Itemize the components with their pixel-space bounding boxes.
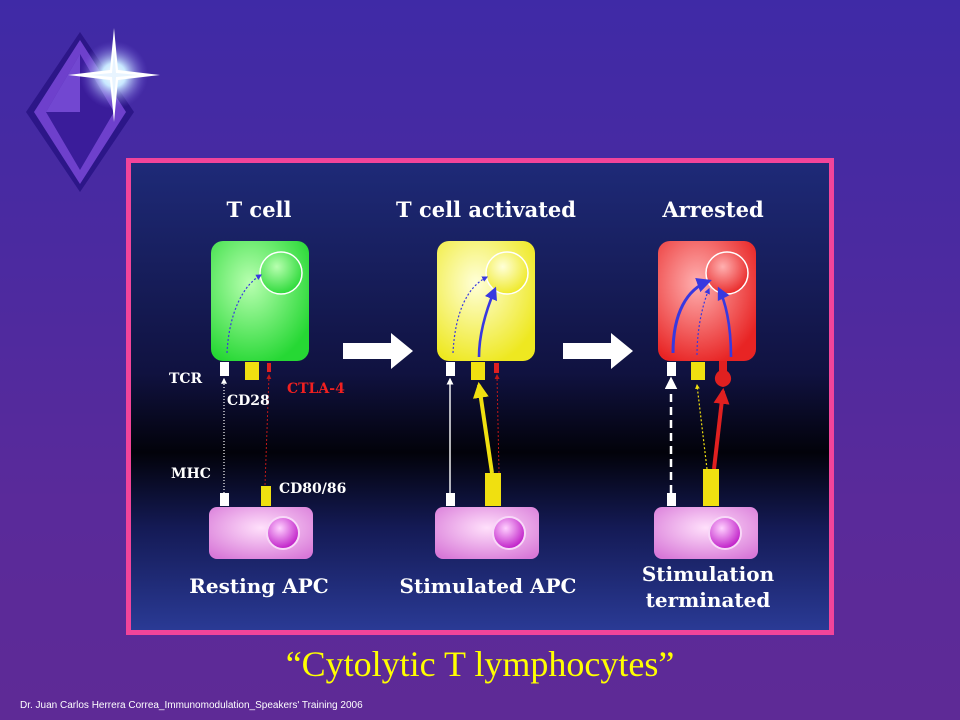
- transition-arrow-1: [343, 333, 413, 369]
- t-cell-nucleus: [485, 251, 529, 295]
- tcr-receptor: [220, 362, 229, 376]
- stage-1-apc-label: Resting APC: [189, 574, 328, 598]
- ctla4-receptor: [267, 363, 271, 372]
- cd80-86-molecule: [485, 473, 501, 506]
- slide-footer: Dr. Juan Carlos Herrera Correa_Immunomod…: [20, 700, 363, 711]
- stage-3-header: Arrested: [661, 197, 764, 222]
- transition-arrow-2: [563, 333, 633, 369]
- apc-nucleus: [492, 516, 526, 550]
- terminated-apc: [654, 507, 758, 559]
- stage-3-arrested: Stimulation terminated: [642, 241, 775, 612]
- cd28-receptor: [245, 362, 259, 380]
- stage-2-activated: Stimulated APC: [400, 241, 577, 598]
- star-diamond-logo: [26, 28, 160, 192]
- mhc-label: MHC: [171, 466, 211, 482]
- stage-2-header: T cell activated: [396, 197, 576, 222]
- stage-1-resting: TCR CD28 CTLA-4 MHC CD80/86 Resting APC: [169, 241, 346, 598]
- mhc-molecule: [667, 493, 676, 506]
- cd28-label: CD28: [227, 393, 270, 409]
- tcr-receptor: [446, 362, 455, 376]
- apc-nucleus: [266, 516, 300, 550]
- mhc-molecule: [446, 493, 455, 506]
- stage-2-apc-label: Stimulated APC: [400, 574, 577, 598]
- ctla4-label: CTLA-4: [287, 381, 345, 397]
- cd80-86-molecule: [261, 486, 271, 506]
- cd28-receptor: [471, 362, 485, 380]
- stage-1-header: T cell: [226, 197, 291, 222]
- cd80-86-molecule: [703, 469, 719, 506]
- slide-title: “Cytolytic T lymphocytes”: [285, 644, 675, 684]
- mhc-molecule: [220, 493, 229, 506]
- ctla4-receptor: [494, 363, 499, 373]
- cd80-86-label: CD80/86: [279, 481, 346, 497]
- tcr-label: TCR: [169, 371, 203, 387]
- apc-nucleus: [708, 516, 742, 550]
- stage-3-apc-label-line1: Stimulation: [642, 562, 775, 586]
- t-cell-activation-figure: T cell T cell activated Arrested TCR CD2…: [126, 158, 834, 635]
- stage-3-apc-label-line2: terminated: [646, 588, 771, 612]
- t-cell-nucleus: [705, 251, 749, 295]
- t-cell-diagram: T cell T cell activated Arrested TCR CD2…: [131, 163, 829, 630]
- t-cell-nucleus: [259, 251, 303, 295]
- tcr-receptor: [667, 362, 676, 376]
- cd28-receptor: [691, 362, 705, 380]
- ctla4-receptor: [714, 361, 732, 387]
